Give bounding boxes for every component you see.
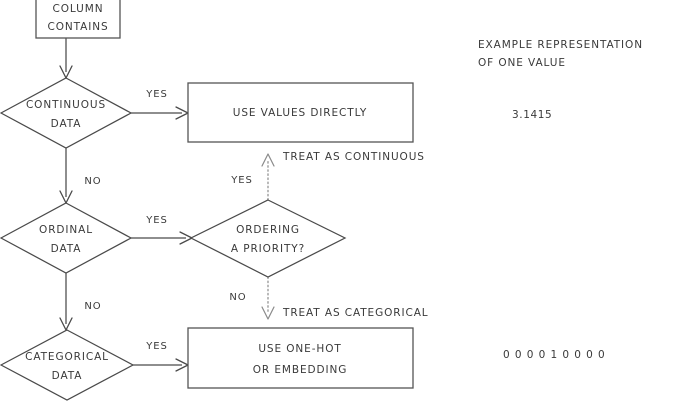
- edge-label-ordinal-yes: YES: [145, 215, 167, 226]
- node-ordering-a-priority-line-2: A PRIORITY?: [231, 243, 305, 255]
- node-column-contains-line-1: COLUMN: [53, 3, 104, 15]
- node-use-values-directly-label: USE VALUES DIRECTLY: [233, 107, 368, 119]
- node-use-onehot-line-1: USE ONE-HOT: [258, 343, 341, 355]
- legend-continuous-example: 3.1415: [512, 109, 552, 121]
- node-ordinal-data[interactable]: ORDINAL DATA: [0, 202, 133, 274]
- edge-label-ordering-yes: YES: [230, 175, 252, 186]
- node-ordinal-data-line-2: DATA: [51, 243, 82, 255]
- legend-heading-line-1: EXAMPLE REPRESENTATION: [478, 39, 643, 51]
- node-continuous-data-line-2: DATA: [51, 118, 82, 130]
- edge-label-continuous-no: NO: [84, 176, 101, 187]
- node-categorical-data-line-2: DATA: [52, 370, 83, 382]
- edge-categorical-yes: YES: [133, 341, 189, 372]
- legend-categorical-example: 000010000: [503, 349, 610, 361]
- node-column-contains[interactable]: COLUMN CONTAINS: [35, 0, 121, 39]
- edge-label-categorical-yes: YES: [145, 341, 167, 352]
- node-ordinal-data-line-1: ORDINAL: [39, 224, 93, 236]
- node-categorical-data[interactable]: CATEGORICAL DATA: [0, 329, 135, 401]
- edge-label-continuous-yes: YES: [145, 89, 167, 100]
- edge-start-to-continuous: [59, 38, 73, 79]
- node-use-onehot-line-2: OR EMBEDDING: [253, 364, 348, 376]
- label-treat-as-continuous: TREAT AS CONTINUOUS: [282, 151, 425, 163]
- edge-ordinal-yes: YES: [131, 215, 193, 245]
- label-treat-as-categorical: TREAT AS CATEGORICAL: [282, 307, 429, 319]
- node-column-contains-line-2: CONTAINS: [47, 21, 108, 33]
- node-continuous-data[interactable]: CONTINUOUS DATA: [0, 77, 133, 149]
- legend-panel: EXAMPLE REPRESENTATION OF ONE VALUE 3.14…: [478, 39, 643, 361]
- node-ordering-a-priority[interactable]: ORDERING A PRIORITY?: [189, 199, 347, 278]
- node-use-onehot-or-embedding[interactable]: USE ONE-HOT OR EMBEDDING: [187, 327, 414, 389]
- edge-ordering-no-categorical: NO TREAT AS CATEGORICAL: [229, 276, 429, 320]
- edge-label-ordinal-no: NO: [84, 301, 101, 312]
- edge-continuous-no: NO: [59, 148, 101, 204]
- node-continuous-data-line-1: CONTINUOUS: [26, 99, 106, 111]
- node-ordering-a-priority-line-1: ORDERING: [236, 224, 300, 236]
- edge-continuous-yes: YES: [131, 89, 189, 120]
- node-use-values-directly[interactable]: USE VALUES DIRECTLY: [187, 82, 414, 143]
- node-categorical-data-line-1: CATEGORICAL: [25, 351, 109, 363]
- edge-ordinal-no: NO: [59, 272, 101, 331]
- edge-ordering-yes-continuous: YES TREAT AS CONTINUOUS: [230, 151, 425, 201]
- edge-label-ordering-no: NO: [229, 292, 246, 303]
- legend-heading-line-2: OF ONE VALUE: [478, 57, 566, 69]
